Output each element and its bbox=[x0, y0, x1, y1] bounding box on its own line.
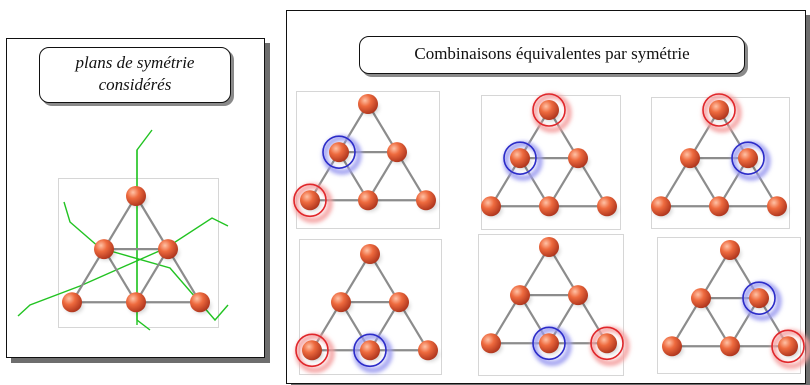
combination-2-atom-3 bbox=[568, 148, 588, 169]
red-highlight-circle bbox=[295, 333, 329, 368]
blue-circle-glow bbox=[532, 326, 572, 366]
combination-1-atom-4 bbox=[300, 190, 320, 211]
blue-highlight-circle bbox=[532, 326, 566, 361]
symmetry-molecule-atom-2 bbox=[94, 239, 114, 260]
blue-highlight-circle bbox=[731, 141, 765, 175]
combination-4-atom-6 bbox=[418, 340, 438, 361]
blue-circle-glow bbox=[742, 281, 782, 321]
combination-molecule-6 bbox=[662, 240, 810, 369]
symmetry-molecule bbox=[62, 186, 211, 314]
combination-molecule-2 bbox=[481, 93, 618, 218]
symmetry-molecule-atom-5 bbox=[126, 292, 146, 313]
blue-highlight-circle bbox=[322, 135, 356, 169]
combination-1-atom-6 bbox=[416, 190, 436, 211]
combination-6-atom-1 bbox=[720, 240, 740, 260]
combination-1-atom-1 bbox=[358, 94, 378, 114]
blue-highlight-circle bbox=[353, 333, 387, 368]
combination-2-atom-6 bbox=[597, 196, 617, 217]
combination-2-atom-5 bbox=[539, 196, 559, 217]
symmetry-molecule-atom-6 bbox=[190, 292, 210, 313]
red-circle-glow bbox=[532, 93, 572, 133]
combination-6-atom-6 bbox=[778, 336, 798, 357]
combinations-title: Combinaisons équivalentes par symétrie bbox=[359, 36, 745, 74]
combination-6-atom-3 bbox=[749, 288, 769, 309]
symmetry-molecule-atom-3 bbox=[158, 239, 178, 260]
combination-5-atom-4 bbox=[481, 333, 501, 354]
combination-1-atom-2 bbox=[329, 142, 349, 163]
combination-3-atom-5 bbox=[709, 196, 729, 217]
red-circle-glow bbox=[590, 326, 630, 366]
combination-4-atom-5 bbox=[360, 340, 380, 361]
combination-molecule-1 bbox=[293, 94, 437, 223]
combination-4-atom-1 bbox=[360, 244, 380, 264]
symmetry-plane-3 bbox=[17, 217, 229, 317]
combination-molecule-5 bbox=[481, 237, 630, 366]
combination-molecule-4 bbox=[295, 244, 439, 373]
red-highlight-circle bbox=[702, 93, 736, 127]
red-highlight-circle bbox=[293, 183, 327, 218]
combination-5-atom-2 bbox=[510, 285, 530, 306]
symmetry-molecule-atom-4 bbox=[62, 292, 82, 313]
symmetry-planes-title-line1: plans de symétrie bbox=[75, 53, 195, 72]
symmetry-plane-2 bbox=[63, 201, 229, 322]
red-circle-glow bbox=[771, 329, 810, 369]
symmetry-planes-title: plans de symétrie considérés bbox=[39, 47, 231, 103]
blue-circle-glow bbox=[353, 333, 393, 373]
combination-4-atom-4 bbox=[302, 340, 322, 361]
combination-1-atom-3 bbox=[387, 142, 407, 163]
combination-3-atom-1 bbox=[709, 100, 729, 120]
combination-3-atom-2 bbox=[680, 148, 700, 169]
red-highlight-circle bbox=[590, 326, 624, 361]
red-circle-glow bbox=[293, 183, 333, 223]
combination-5-atom-3 bbox=[568, 285, 588, 306]
combination-5-atom-6 bbox=[597, 333, 617, 354]
combination-4-atom-3 bbox=[389, 292, 409, 313]
symmetry-molecule-bond bbox=[103, 195, 137, 250]
combination-2-atom-1 bbox=[539, 100, 559, 120]
combination-3-atom-4 bbox=[651, 196, 671, 217]
blue-circle-glow bbox=[322, 135, 362, 175]
red-highlight-circle bbox=[532, 93, 566, 127]
symmetry-molecule-bond bbox=[71, 248, 105, 303]
red-circle-glow bbox=[702, 93, 742, 133]
combination-4-atom-2 bbox=[331, 292, 351, 313]
symmetry-molecule-atom-1 bbox=[126, 186, 146, 206]
blue-circle-glow bbox=[503, 141, 543, 181]
combination-6-atom-2 bbox=[691, 288, 711, 309]
blue-highlight-circle bbox=[742, 281, 776, 315]
combination-6-atom-4 bbox=[662, 336, 682, 357]
combination-2-atom-2 bbox=[510, 148, 530, 169]
combination-1-atom-5 bbox=[358, 190, 378, 211]
combination-5-atom-1 bbox=[539, 237, 559, 257]
blue-circle-glow bbox=[731, 141, 771, 181]
combination-molecule-3 bbox=[651, 93, 788, 218]
red-circle-glow bbox=[295, 333, 335, 373]
combination-6-atom-5 bbox=[720, 336, 740, 357]
combination-3-atom-3 bbox=[738, 148, 758, 169]
red-highlight-circle bbox=[771, 329, 805, 364]
combination-3-atom-6 bbox=[767, 196, 787, 217]
symmetry-planes-title-line2: considérés bbox=[98, 75, 172, 94]
combination-5-atom-5 bbox=[539, 333, 559, 354]
combination-2-atom-4 bbox=[481, 196, 501, 217]
symmetry-molecule-bond bbox=[135, 248, 169, 303]
blue-highlight-circle bbox=[503, 141, 537, 175]
